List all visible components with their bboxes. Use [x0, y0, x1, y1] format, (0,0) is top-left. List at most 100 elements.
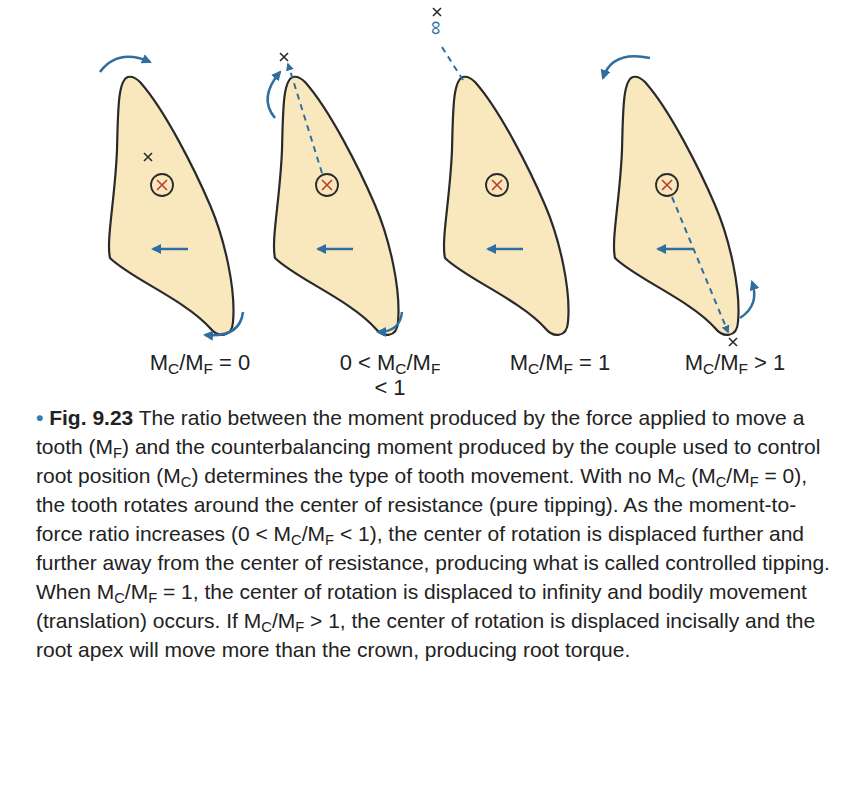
subscript: F [739, 360, 748, 377]
caption-word: to [519, 580, 537, 603]
caption-word: MC/MF [244, 609, 304, 632]
caption-word: further [36, 551, 97, 574]
caption-word: a [793, 406, 805, 429]
caption-word: no [628, 464, 651, 487]
caption-word: < [340, 522, 352, 545]
caption-word: rotation [327, 580, 397, 603]
caption-word: incisally [666, 609, 740, 632]
caption-word: resistance, [328, 551, 430, 574]
caption-word: rotation [511, 522, 581, 545]
subscript: C [395, 360, 406, 377]
caption-word: and [135, 435, 170, 458]
caption-word: center [387, 609, 445, 632]
ratio-label: MC/MF > 1 [676, 350, 794, 375]
caption-word: center [423, 522, 481, 545]
subscript: F [564, 360, 573, 377]
caption-word: the [36, 493, 65, 516]
center-of-resistance [316, 174, 338, 196]
rotation-center [144, 153, 152, 161]
caption-word: the [314, 464, 343, 487]
caption-word: than [275, 638, 316, 661]
dashed-axis [440, 44, 463, 80]
caption-word: displaced [571, 609, 660, 632]
caption-word: by [523, 406, 545, 429]
caption-word: tipping). [544, 493, 619, 516]
tooth [109, 77, 234, 335]
subscript: F [750, 474, 759, 490]
caption-word: controlled [665, 551, 756, 574]
caption-word: the [786, 609, 815, 632]
caption-word: < [256, 522, 268, 545]
rotation-center [729, 338, 737, 346]
subscript: C [114, 589, 125, 605]
caption-word: torque. [565, 638, 630, 661]
caption-word: (MC/MF [691, 464, 758, 487]
caption-word: more [222, 638, 270, 661]
caption-word: ratio [181, 406, 222, 429]
caption-word: is [584, 551, 599, 574]
caption-word: producing [435, 551, 527, 574]
rotation-arrow [603, 56, 650, 78]
caption-word: tooth [71, 493, 118, 516]
caption-word: the [205, 551, 234, 574]
caption-word: > [310, 609, 322, 632]
caption-word: = [163, 580, 175, 603]
caption-word: applied [638, 406, 706, 429]
force-arrow [153, 249, 188, 250]
caption-word: the [352, 609, 381, 632]
tooth [274, 77, 399, 335]
caption-word: will [129, 638, 158, 661]
caption-word: 1, [181, 580, 199, 603]
caption-word: increases [135, 522, 225, 545]
center-of-resistance [151, 174, 173, 196]
caption-word: position [78, 464, 150, 487]
caption-word: movement. [470, 464, 574, 487]
caption-word: used [683, 435, 729, 458]
caption-word: of [488, 522, 506, 545]
caption-word: force [586, 406, 633, 429]
center-of-resistance [656, 174, 678, 196]
caption-word: center [240, 551, 298, 574]
caption-word: root [523, 638, 559, 661]
subscript: F [204, 360, 213, 377]
subscript: F [148, 589, 157, 605]
caption-word: what [533, 551, 577, 574]
caption-word: around [194, 493, 259, 516]
caption-word: When [36, 580, 91, 603]
caption-word: to [734, 435, 752, 458]
caption-word: called [605, 551, 660, 574]
subscript: C [261, 618, 272, 634]
caption-word: (translation) [36, 609, 147, 632]
subscript: F [295, 618, 304, 634]
ratio-label: MC/MF = 0 [141, 350, 259, 375]
ratio-label: MC/MF = 1 [501, 350, 619, 375]
caption-word: away [103, 551, 152, 574]
caption-word: by [552, 435, 574, 458]
caption-word: infinity [542, 580, 602, 603]
subscript: C [703, 360, 714, 377]
caption-word: ratio [89, 522, 130, 545]
caption-word: root [36, 464, 72, 487]
rotation-arrow [378, 312, 402, 332]
caption-word: MC/MF [274, 522, 334, 545]
rotation-arrow [100, 57, 150, 72]
infinity-symbol: ∞ [427, 20, 447, 36]
caption-word: apex [78, 638, 124, 661]
ratio-label: 0 < MC/MF < 1 [331, 350, 449, 401]
caption-word: The [139, 406, 175, 429]
caption-word: the [313, 406, 342, 429]
force-arrow [318, 249, 353, 250]
caption-word: root [36, 638, 72, 661]
caption-word: is [550, 609, 565, 632]
caption-word: (MF) [89, 435, 129, 458]
subscript: C [181, 474, 192, 490]
subscript: F [113, 445, 122, 461]
caption-word: tooth [36, 435, 83, 458]
caption-word: MC/MF [97, 580, 157, 603]
figure-number: Fig. [49, 406, 86, 429]
caption-word: couple [615, 435, 677, 458]
caption-word: the [204, 580, 233, 603]
caption-word: occurs. [153, 609, 221, 632]
caption-word: = [764, 464, 776, 487]
